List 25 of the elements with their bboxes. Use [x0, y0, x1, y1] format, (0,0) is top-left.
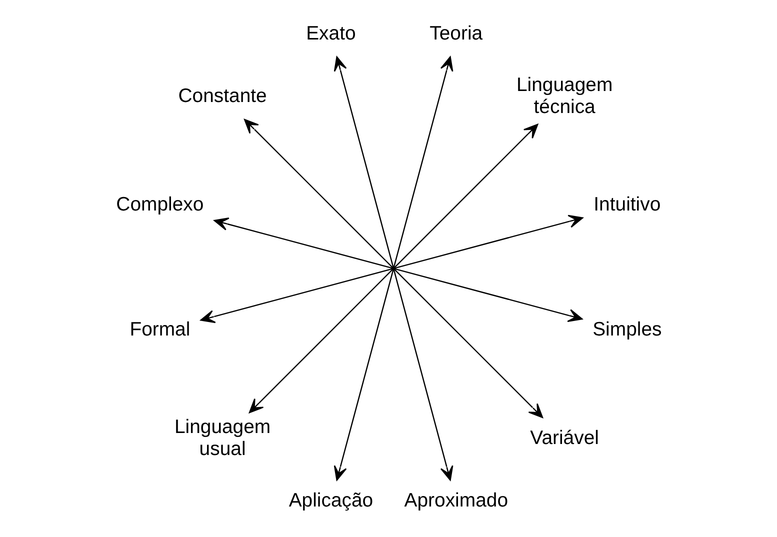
- node-text: Formal: [129, 318, 190, 341]
- arrow: [248, 269, 392, 414]
- arrow: [333, 269, 394, 481]
- arrow: [394, 269, 543, 418]
- arrow: [244, 119, 392, 268]
- arrow: [394, 268, 582, 322]
- node-text: Exato: [306, 22, 356, 45]
- node-text: Constante: [178, 85, 266, 108]
- arrow: [213, 218, 392, 269]
- node-point: [392, 267, 395, 270]
- arrow: [392, 269, 453, 481]
- node-text: Aplicação: [288, 490, 373, 512]
- arrow: [394, 124, 538, 268]
- node-text: Linguagem técnica: [516, 74, 612, 118]
- node-text: Aproximado: [404, 490, 508, 512]
- arrow: [394, 214, 583, 269]
- node-text: Teoria: [429, 22, 482, 45]
- node-text: Variável: [530, 427, 598, 450]
- arrow: [200, 268, 392, 324]
- node-text: Intuitivo: [593, 194, 660, 216]
- arrow: [333, 56, 394, 268]
- node-text: Simples: [592, 318, 662, 341]
- node-text: Linguagem usual: [174, 416, 270, 460]
- node-text: Complexo: [116, 194, 204, 216]
- arrow: [392, 56, 453, 268]
